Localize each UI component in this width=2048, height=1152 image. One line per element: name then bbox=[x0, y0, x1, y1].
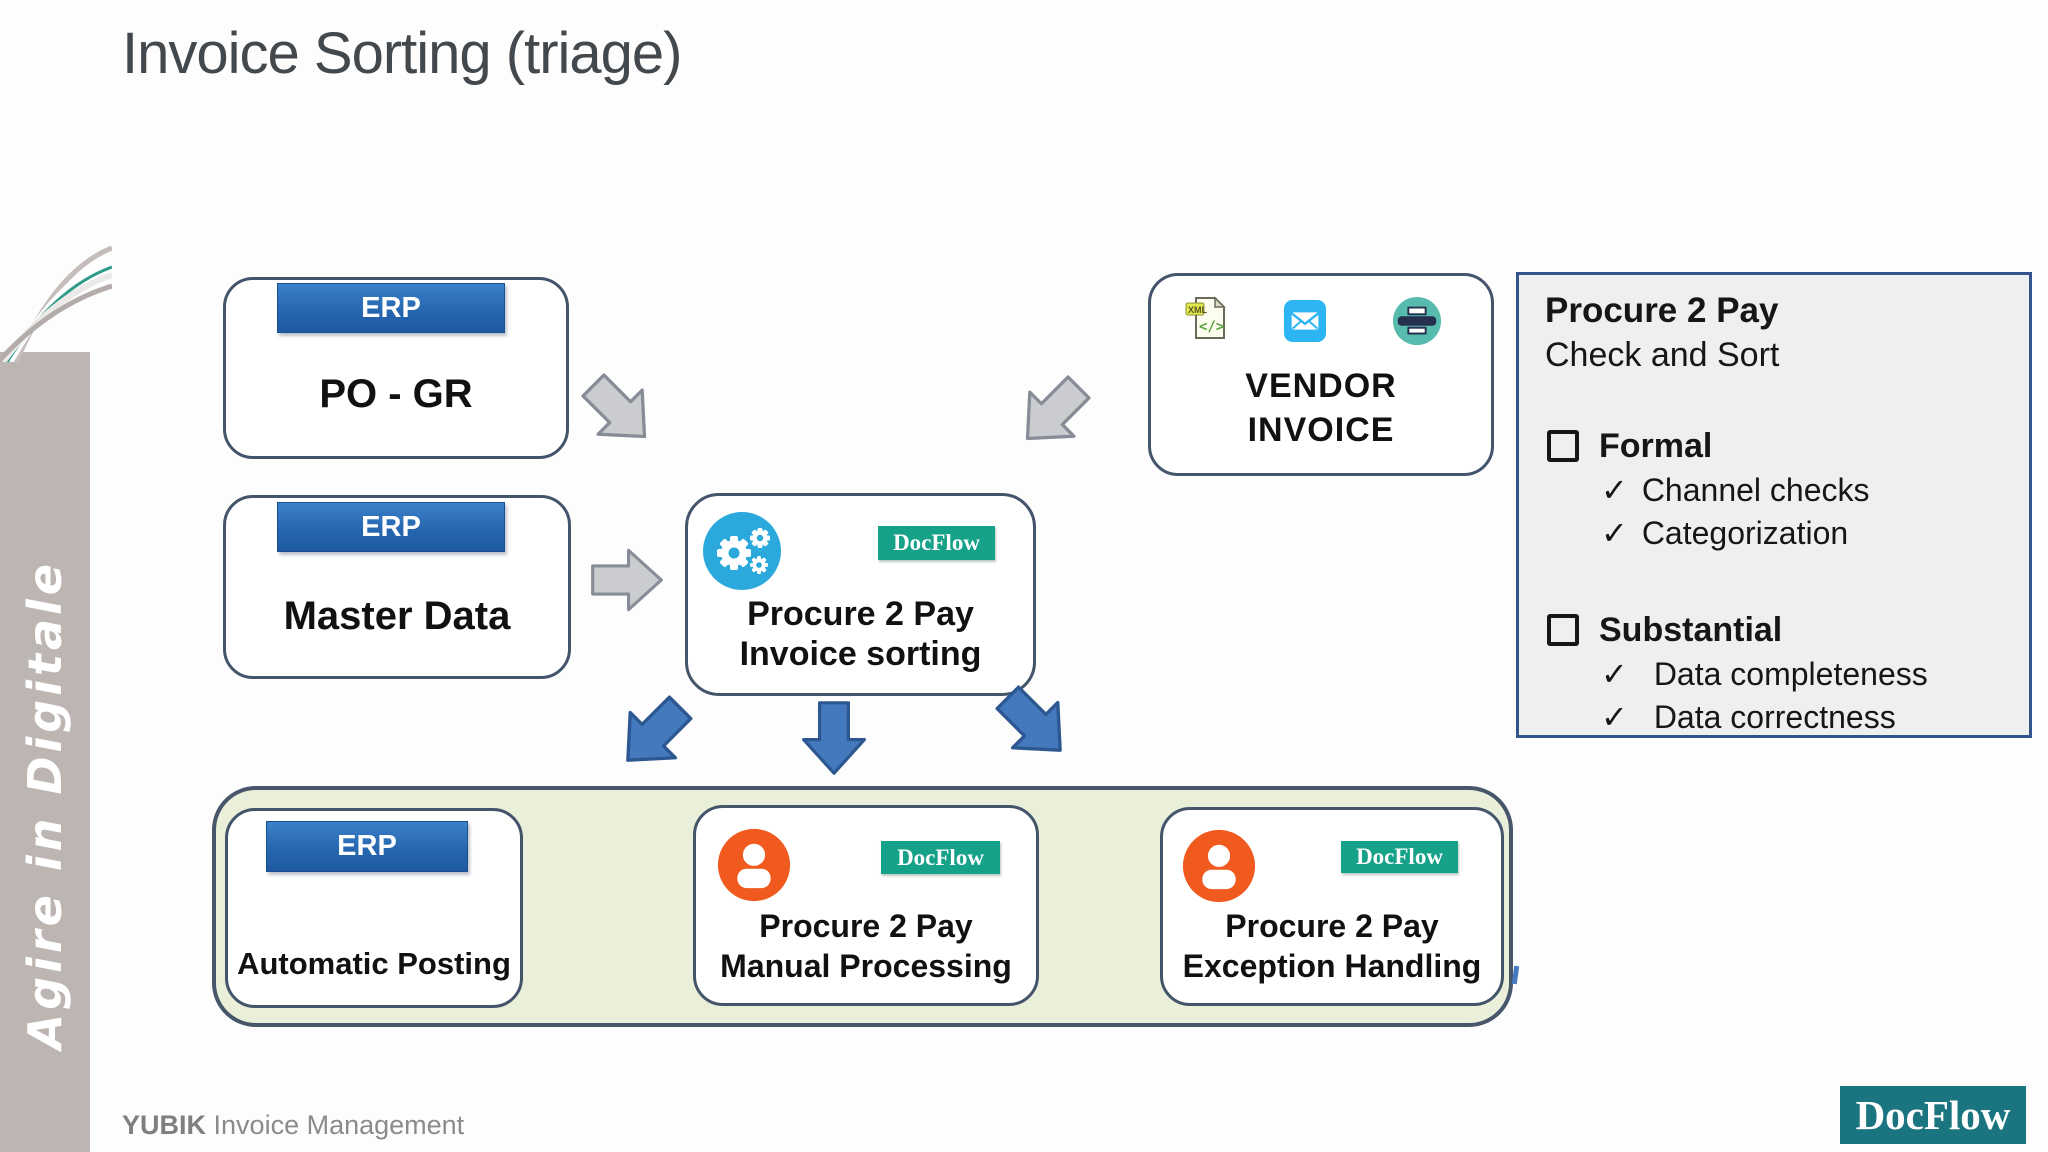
arrow-vendor-to-sorting bbox=[1025, 375, 1091, 441]
check-and-sort-panel: Procure 2 Pay Check and Sort Formal ✓ Ch… bbox=[1516, 272, 2032, 738]
check-item: ✓ Channel checks bbox=[1601, 469, 2029, 512]
node-manual-processing: DocFlow Procure 2 Pay Manual Processing bbox=[693, 805, 1039, 1006]
check-item-label: Categorization bbox=[1641, 515, 1849, 551]
check-item-label: Channel checks bbox=[1641, 472, 1870, 508]
section-heading: Formal bbox=[1599, 427, 1713, 465]
panel-subtitle: Check and Sort bbox=[1545, 336, 1780, 374]
vertical-slogan: Agire in Digitale bbox=[18, 560, 72, 1050]
check-item-label: Data correctness bbox=[1653, 699, 1896, 735]
node-exception-handling-line2: Exception Handling bbox=[1182, 948, 1482, 984]
node-po-gr: ERP PO - GR bbox=[223, 277, 569, 459]
checkbox-icon bbox=[1547, 430, 1579, 462]
checkmark-icon: ✓ bbox=[1601, 515, 1628, 551]
docflow-badge: DocFlow bbox=[1341, 841, 1458, 873]
check-item: ✓ Data correctness bbox=[1601, 696, 2029, 739]
left-band bbox=[0, 352, 90, 1152]
arrow-sorting-to-automatic bbox=[626, 695, 693, 762]
panel-section-formal: Formal ✓ Channel checks ✓ Categorization bbox=[1545, 423, 2029, 555]
arrow-po-gr-to-sorting bbox=[581, 373, 647, 439]
footer-brand-line: YUBIK Invoice Management bbox=[122, 1110, 464, 1141]
footer-brand: YUBIK bbox=[122, 1110, 207, 1140]
node-exception-handling: DocFlow Procure 2 Pay Exception Handling bbox=[1160, 807, 1504, 1006]
check-item-label: Data completeness bbox=[1653, 656, 1928, 692]
email-icon bbox=[1284, 300, 1326, 342]
person-icon bbox=[717, 828, 791, 902]
person-icon bbox=[1182, 829, 1256, 903]
node-manual-processing-line2: Manual Processing bbox=[720, 948, 1012, 984]
node-po-gr-label: PO - GR bbox=[319, 372, 473, 416]
erp-tag: ERP bbox=[277, 283, 505, 333]
node-vendor-invoice-line2: INVOICE bbox=[1247, 411, 1395, 449]
node-vendor-invoice-line1: VENDOR bbox=[1245, 367, 1397, 405]
checkmark-icon: ✓ bbox=[1601, 699, 1628, 735]
checkbox-icon bbox=[1547, 614, 1579, 646]
checkmark-icon: ✓ bbox=[1601, 472, 1628, 508]
section-heading: Substantial bbox=[1599, 611, 1783, 649]
footer-product: Invoice Management bbox=[213, 1110, 465, 1140]
check-item: ✓ Categorization bbox=[1601, 512, 2029, 555]
node-manual-processing-line1: Procure 2 Pay bbox=[759, 908, 973, 944]
erp-tag: ERP bbox=[277, 502, 505, 552]
node-master-data: ERP Master Data bbox=[223, 495, 571, 679]
node-invoice-sorting-line1: Procure 2 Pay bbox=[747, 595, 974, 633]
xml-file-icon: XML </> bbox=[1185, 296, 1226, 339]
decorative-arcs bbox=[0, 245, 112, 362]
node-exception-handling-line1: Procure 2 Pay bbox=[1225, 908, 1439, 944]
check-item: ✓ Data completeness bbox=[1601, 653, 2029, 696]
node-master-data-label: Master Data bbox=[283, 594, 511, 638]
panel-title: Procure 2 Pay bbox=[1545, 291, 1779, 330]
docflow-logo: DocFlow bbox=[1840, 1086, 2026, 1144]
printer-icon bbox=[1392, 296, 1442, 346]
docflow-badge: DocFlow bbox=[878, 526, 995, 560]
node-vendor-invoice: XML </> VENDOR INVOICE bbox=[1148, 273, 1494, 476]
erp-tag: ERP bbox=[266, 821, 468, 872]
node-automatic-posting: ERP Automatic Posting bbox=[225, 808, 523, 1008]
node-invoice-sorting: DocFlow Procure 2 Pay Invoice sorting bbox=[685, 493, 1036, 696]
checkmark-icon: ✓ bbox=[1601, 656, 1628, 692]
vertical-slogan-wrap: Agire in Digitale bbox=[0, 470, 90, 1140]
node-automatic-posting-label: Automatic Posting bbox=[237, 946, 511, 981]
docflow-badge: DocFlow bbox=[881, 841, 1000, 874]
stray-mark bbox=[1511, 965, 1520, 985]
arrow-master-data-to-sorting bbox=[591, 548, 663, 612]
svg-text:</>: </> bbox=[1199, 319, 1224, 335]
node-invoice-sorting-line2: Invoice sorting bbox=[739, 635, 982, 673]
svg-text:XML: XML bbox=[1188, 305, 1208, 315]
panel-section-substantial: Substantial ✓ Data completeness ✓ Data c… bbox=[1545, 607, 2029, 739]
docflow-logo-text: DocFlow bbox=[1855, 1092, 2011, 1138]
gears-icon bbox=[703, 512, 781, 590]
arrow-sorting-to-exception bbox=[995, 685, 1062, 752]
arrow-sorting-to-manual bbox=[802, 701, 866, 775]
page-title: Invoice Sorting (triage) bbox=[122, 21, 682, 86]
